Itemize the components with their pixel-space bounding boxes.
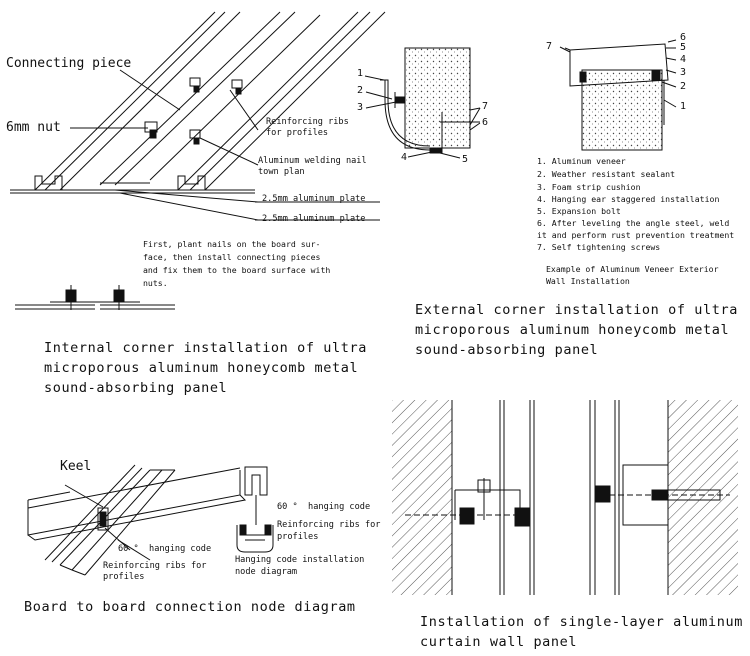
internal-corner-drawing bbox=[10, 11, 386, 310]
caption-external-2: microporous aluminum honeycomb metal bbox=[415, 322, 730, 338]
ext-right-num-6: 6 bbox=[680, 32, 687, 43]
note-line-1: First, plant nails on the board sur- bbox=[143, 239, 321, 249]
caption-board: Board to board connection node diagram bbox=[24, 599, 356, 615]
ext-left-num-7: 7 bbox=[482, 101, 489, 112]
example-line-1: Example of Aluminum Veneer Exterior bbox=[546, 264, 719, 274]
legend-5: 5. Expansion bolt bbox=[537, 206, 621, 216]
note-line-2: face, then install connecting pieces bbox=[143, 252, 321, 262]
label-connecting-piece: Connecting piece bbox=[6, 56, 132, 71]
label-keel: Keel bbox=[60, 459, 92, 474]
label-ribs-line1: Reinforcing ribs bbox=[266, 117, 349, 127]
label-hanging-code-2: 60 ° hanging code bbox=[277, 502, 371, 512]
legend-7: 7. Self tightening screws bbox=[537, 242, 661, 252]
board-connection-drawing bbox=[27, 464, 274, 576]
ext-right-num-1: 1 bbox=[680, 101, 687, 112]
ext-right-num-7: 7 bbox=[546, 41, 553, 52]
caption-internal-3: sound-absorbing panel bbox=[44, 380, 228, 396]
label-node-line1: Hanging code installation bbox=[235, 555, 365, 565]
label-ribs2-line1: Reinforcing ribs for bbox=[277, 520, 381, 530]
ext-left-num-4: 4 bbox=[401, 152, 408, 163]
caption-internal-2: microporous aluminum honeycomb metal bbox=[44, 360, 359, 376]
caption-internal-1: Internal corner installation of ultra bbox=[44, 340, 367, 356]
caption-external-3: sound-absorbing panel bbox=[415, 342, 599, 358]
ext-right-num-2: 2 bbox=[680, 81, 687, 92]
external-corner-right-drawing bbox=[559, 39, 677, 151]
curtain-wall-drawing bbox=[392, 400, 738, 595]
label-node-line2: node diagram bbox=[235, 567, 298, 577]
legend-6b: it and perform rust prevention treatment bbox=[537, 230, 735, 240]
label-nut: 6mm nut bbox=[6, 120, 61, 135]
ext-left-num-3: 3 bbox=[357, 102, 364, 113]
ext-left-num-2: 2 bbox=[357, 85, 364, 96]
ext-left-num-1: 1 bbox=[357, 68, 364, 79]
legend-2: 2. Weather resistant sealant bbox=[537, 169, 676, 179]
legend-1: 1. Aluminum veneer bbox=[537, 156, 626, 166]
legend-6: 6. After leveling the angle steel, weld bbox=[537, 218, 730, 228]
label-plate-1: 2.5mm aluminum plate bbox=[262, 194, 366, 204]
note-line-4: nuts. bbox=[143, 278, 168, 288]
label-plate-2: 2.5mm aluminum plate bbox=[262, 214, 366, 224]
label-welding-line1: Aluminum welding nail bbox=[258, 156, 367, 166]
label-welding-line2: town plan bbox=[258, 167, 305, 177]
example-line-2: Wall Installation bbox=[546, 276, 630, 286]
legend-3: 3. Foam strip cushion bbox=[537, 182, 641, 192]
label-ribs1-line2: profiles bbox=[103, 572, 145, 582]
caption-curtain-1: Installation of single-layer aluminum bbox=[420, 614, 743, 630]
ext-right-num-3: 3 bbox=[680, 67, 687, 78]
caption-external-1: External corner installation of ultra bbox=[415, 302, 738, 318]
label-ribs1-line1: Reinforcing ribs for bbox=[103, 561, 207, 571]
ext-right-num-5: 5 bbox=[680, 42, 687, 53]
caption-curtain-2: curtain wall panel bbox=[420, 634, 578, 650]
label-ribs2-line2: profiles bbox=[277, 532, 319, 542]
label-hanging-code-1: 60 ° hanging code bbox=[118, 544, 212, 554]
external-corner-left-drawing bbox=[364, 47, 481, 159]
legend-4: 4. Hanging ear staggered installation bbox=[537, 194, 720, 204]
ext-left-num-6: 6 bbox=[482, 117, 489, 128]
ext-right-num-4: 4 bbox=[680, 54, 687, 65]
ext-left-num-5: 5 bbox=[462, 154, 469, 165]
note-line-3: and fix them to the board surface with bbox=[143, 265, 331, 275]
label-ribs-line2: for profiles bbox=[266, 128, 329, 138]
